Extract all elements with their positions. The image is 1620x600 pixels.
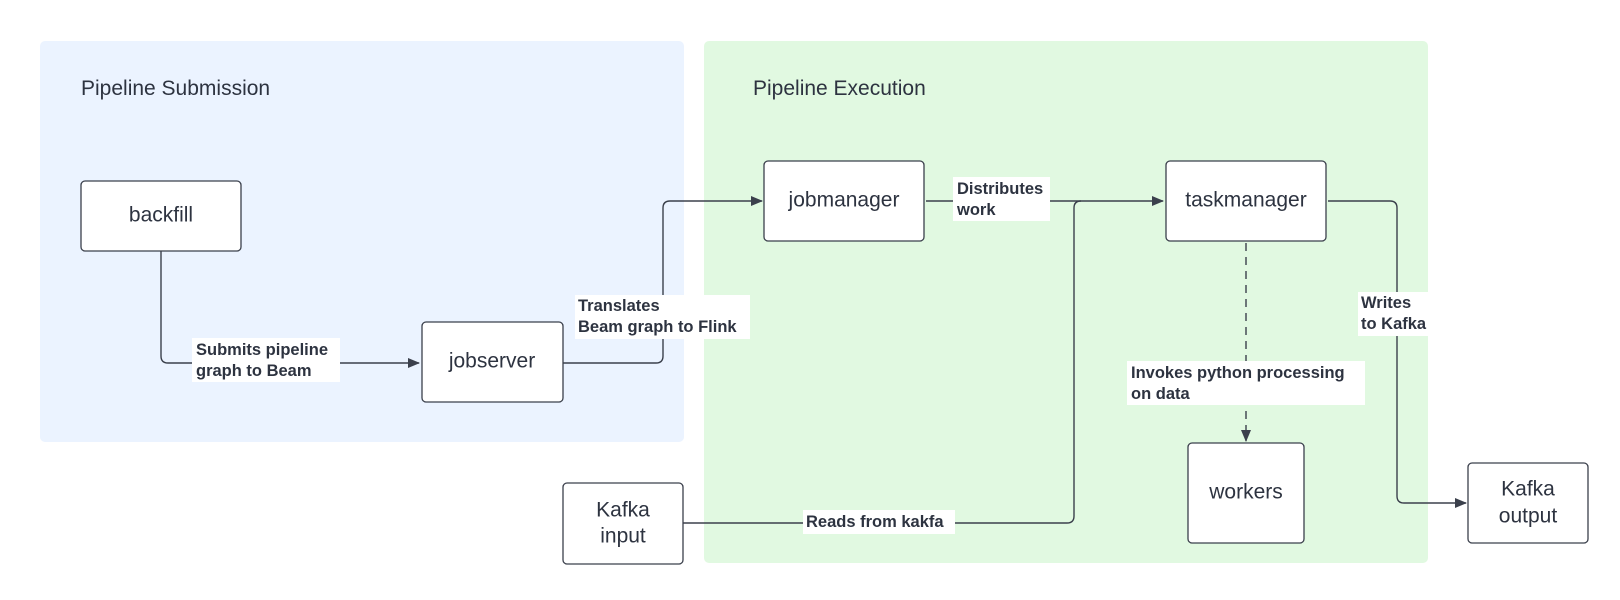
edge-label-translate: Translates Beam graph to Flink [575,295,750,339]
node-jobmanager-label: jobmanager [788,189,900,212]
node-kafka-output-line-1: Kafka [1501,478,1555,501]
edge-label-distribute-line-2: work [956,201,996,219]
edge-label-invoke-line-2: on data [1131,385,1190,403]
node-kafka-input-line-2: input [600,525,646,548]
node-workers[interactable]: workers [1187,442,1305,544]
node-taskmanager-label: taskmanager [1185,189,1306,212]
pipeline-execution-title: Pipeline Execution [753,77,926,100]
pipeline-submission-title: Pipeline Submission [81,77,270,100]
node-kafka-output[interactable]: Kafka output [1467,462,1589,544]
edge-label-submit: Submits pipeline graph to Beam [192,338,340,382]
node-jobserver-label: jobserver [448,350,535,373]
edge-label-invoke-line-1: Invokes python processing [1131,364,1345,382]
edge-label-distribute: Distributes work [953,177,1050,221]
edge-label-submit-line-2: graph to Beam [196,362,312,380]
edge-backfill-to-jobserver [160,251,420,368]
node-taskmanager[interactable]: taskmanager [1165,160,1327,242]
edge-label-invoke: Invokes python processing on data [1127,361,1365,405]
edge-label-submit-line-1: Submits pipeline [196,341,328,359]
node-backfill-label: backfill [129,204,193,227]
node-workers-label: workers [1208,481,1283,504]
edge-label-write-line-2: to Kafka [1361,315,1427,333]
edge-label-read: Reads from kakfa [803,510,955,534]
node-kafka-input[interactable]: Kafka input [562,482,684,565]
edge-label-write: Writes to Kafka [1358,292,1440,336]
edge-label-translate-line-2: Beam graph to Flink [578,318,737,336]
node-backfill[interactable]: backfill [80,180,242,252]
edge-jobserver-to-jobmanager [563,196,763,364]
edge-label-distribute-line-1: Distributes [957,180,1043,198]
node-kafka-output-line-2: output [1499,505,1558,528]
node-jobmanager[interactable]: jobmanager [763,160,925,242]
edge-label-write-line-1: Writes [1361,294,1411,312]
edge-kafka-input-to-taskmanager [683,200,1082,524]
node-jobserver[interactable]: jobserver [421,321,564,403]
edge-label-translate-line-1: Translates [578,297,660,315]
node-kafka-input-line-1: Kafka [596,499,650,522]
edge-taskmanager-to-kafka-output [1328,200,1467,508]
pipeline-execution-zone [704,41,1428,563]
edge-label-read-line-1: Reads from kakfa [806,513,944,531]
